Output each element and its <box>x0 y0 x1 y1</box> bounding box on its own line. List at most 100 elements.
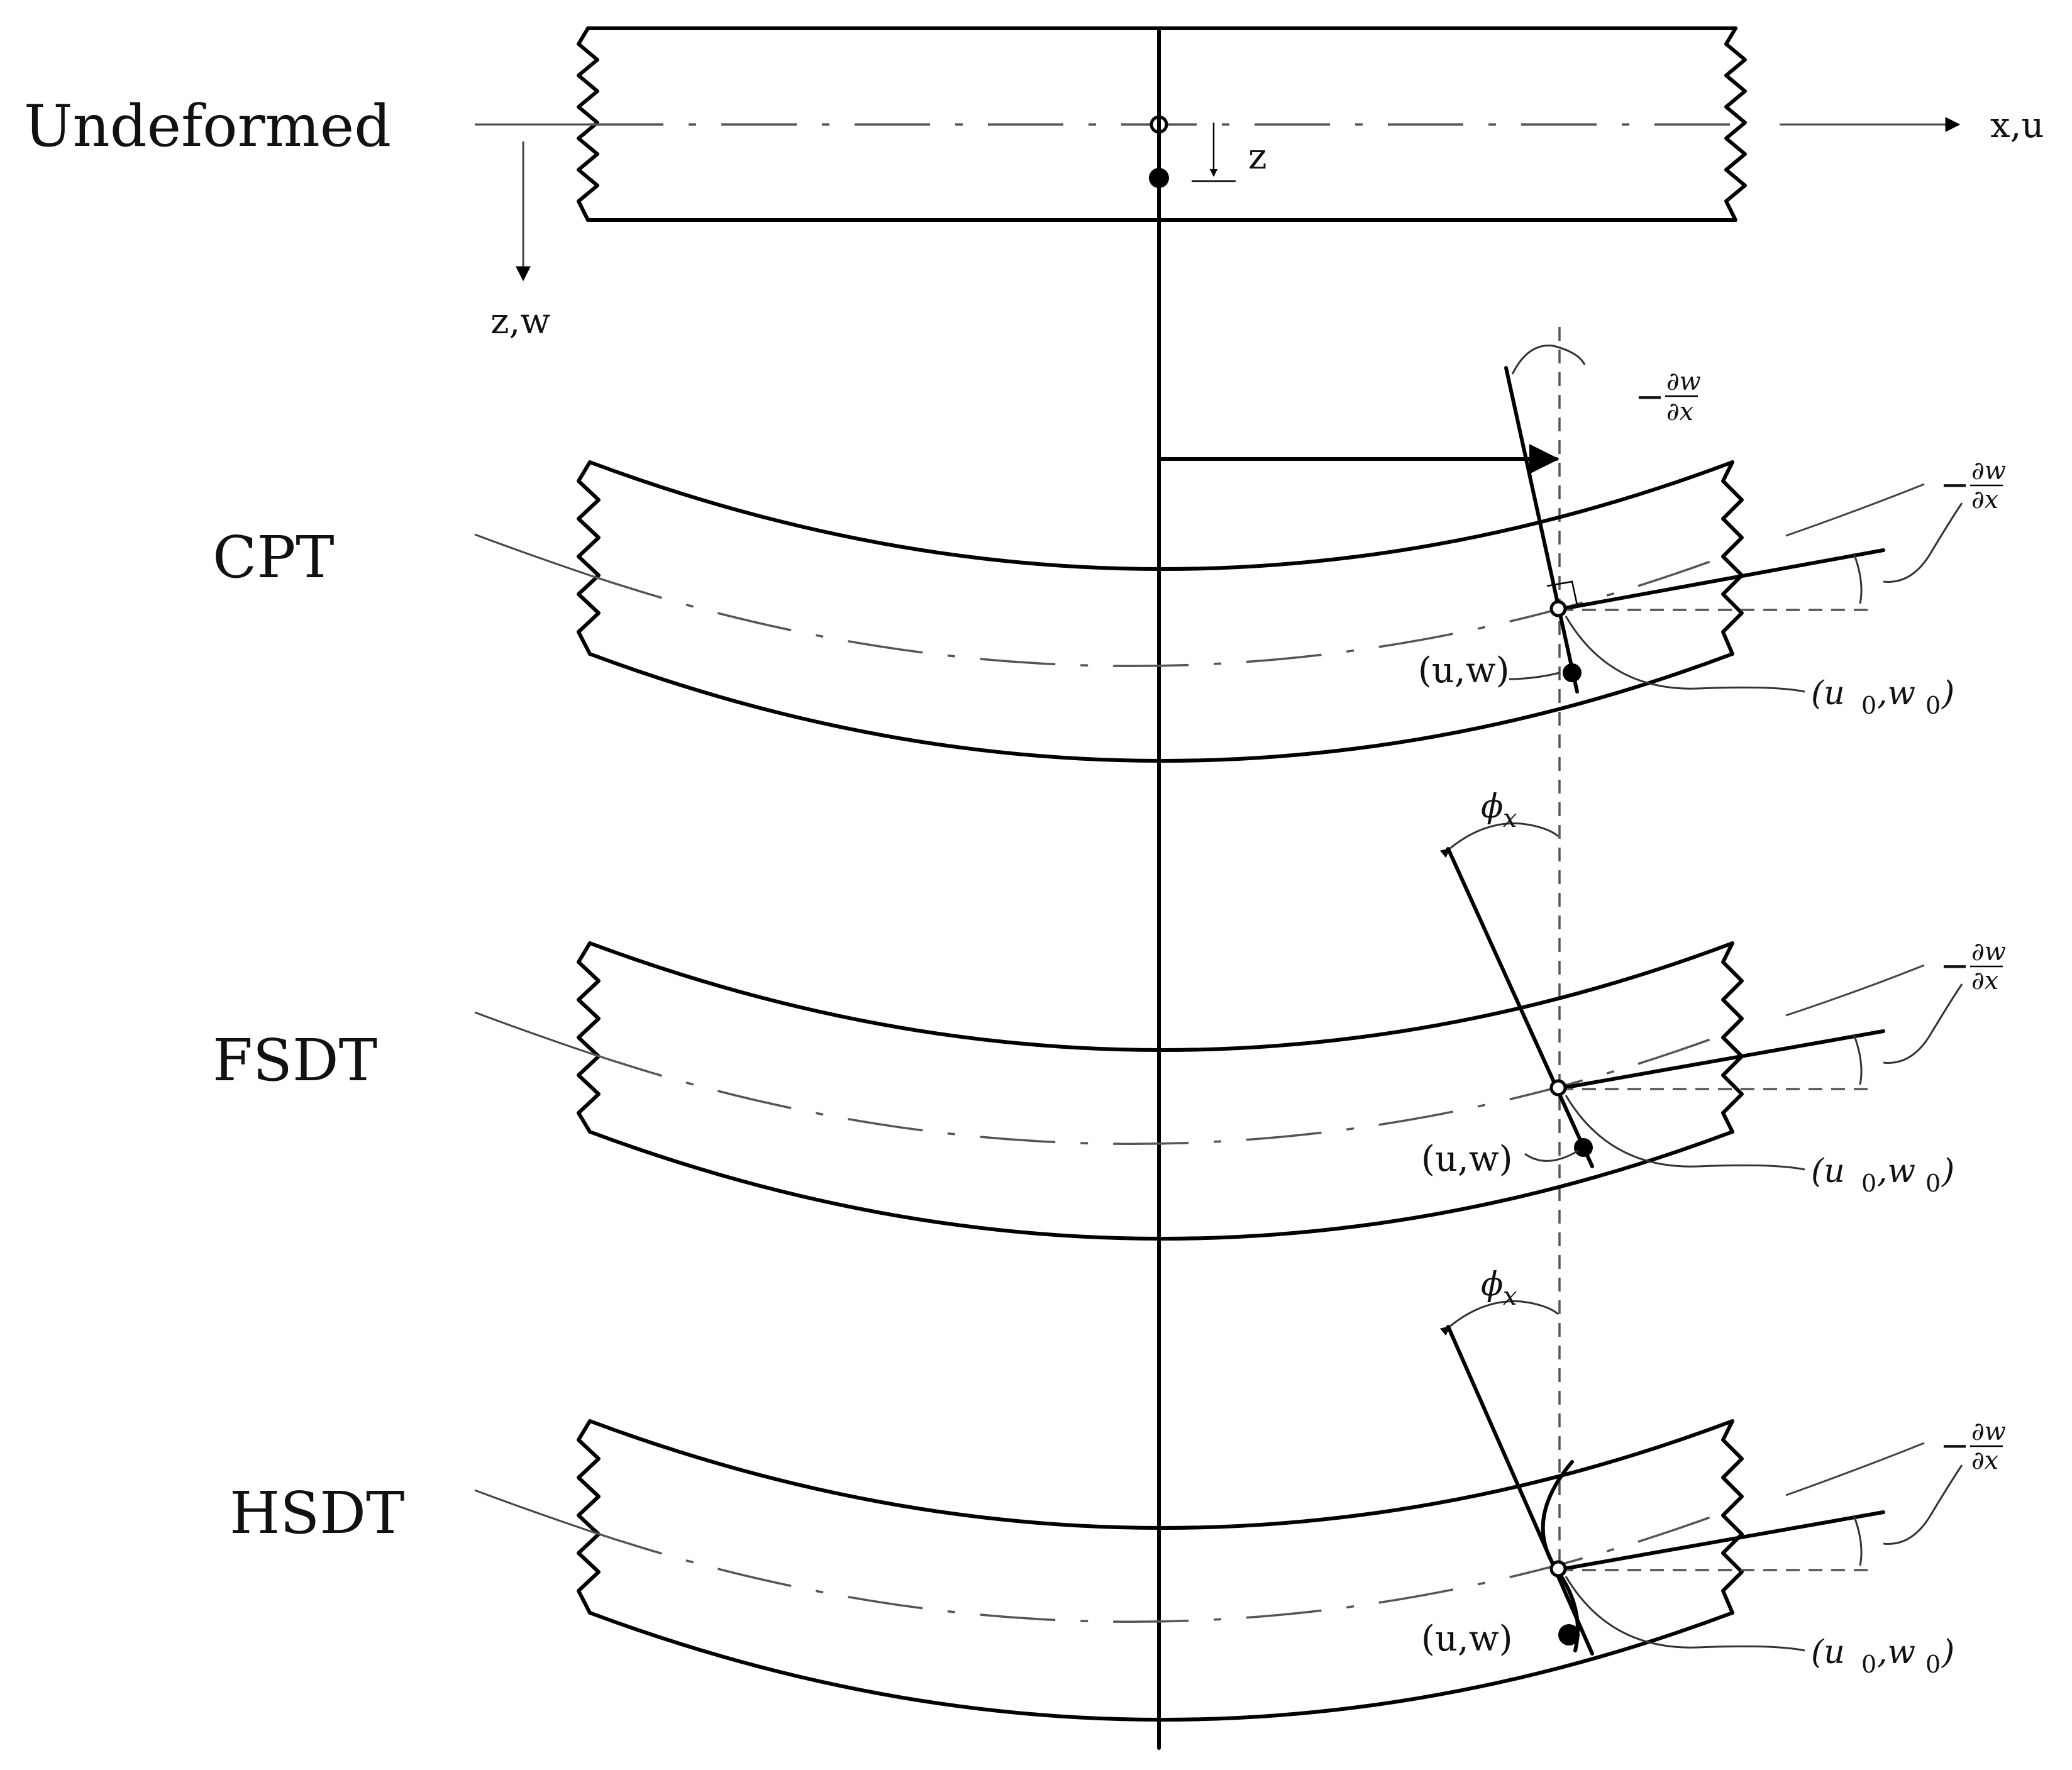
svg-text:0: 0 <box>1861 692 1876 719</box>
beam-cut-left-icon <box>577 26 599 222</box>
hsdt-axis-left <box>474 1489 590 1532</box>
cpt-tangent-line <box>1554 548 1885 612</box>
fsdt-axis-left <box>474 1011 590 1054</box>
svg-text:(u: (u <box>1811 1634 1845 1671</box>
cpt-u0w0-leader <box>1565 616 1805 693</box>
fsdt-phi-label: ϕ x <box>1481 788 1517 833</box>
fsdt-phi-arc <box>1439 822 1559 858</box>
cpt-normal-line <box>1504 366 1579 694</box>
hsdt-axis-right <box>1785 1442 1925 1496</box>
hsdt-slope-leader <box>1883 1464 1963 1545</box>
cpt-top-edge <box>588 460 1734 571</box>
hsdt-uw-label: (u,w) <box>1421 1618 1513 1659</box>
cpt-cut-right-icon <box>1721 460 1744 656</box>
svg-text:−: − <box>1940 465 1970 506</box>
beam-cut-right-icon <box>1724 26 1747 222</box>
svg-text:): ) <box>1941 1634 1954 1671</box>
svg-text:,w: ,w <box>1877 1634 1915 1671</box>
fsdt-midplane-point-icon <box>1549 1079 1567 1097</box>
hsdt-cut-right-icon <box>1721 1419 1744 1615</box>
cpt-slope-leader <box>1883 502 1963 583</box>
fsdt-bottom-edge <box>588 1130 1734 1241</box>
fsdt-u0w0-label: (u 0 ,w 0 ) <box>1811 1153 1954 1197</box>
undeformed-label: Undeformed <box>24 92 391 160</box>
cpt-bottom-edge <box>588 652 1734 763</box>
svg-text:ϕ: ϕ <box>1481 1266 1503 1303</box>
svg-text:∂x: ∂x <box>1971 485 1998 514</box>
svg-text:∂x: ∂x <box>1666 397 1693 426</box>
hsdt-beam: HSDT (u,w) (u 0 ,w 0 ) ϕ x − ∂w ∂x <box>230 1266 2006 1722</box>
svg-text:,w: ,w <box>1877 1153 1915 1190</box>
undeformed-beam: x,u z,w z Undeformed <box>24 26 2044 342</box>
svg-text:−: − <box>1940 1425 1970 1466</box>
cpt-beam: CPT (u,w) (u 0 ,w 0 ) − ∂w ∂x − ∂w ∂x <box>213 345 2006 763</box>
fsdt-uw-leader <box>1524 1149 1579 1162</box>
hsdt-slope-angle-arc <box>1853 1515 1863 1566</box>
svg-text:0: 0 <box>1861 1170 1876 1197</box>
svg-text:0: 0 <box>1925 1651 1941 1678</box>
hsdt-u0w0-label: (u 0 ,w 0 ) <box>1811 1634 1954 1678</box>
cpt-axis-left <box>474 533 590 577</box>
hsdt-bottom-edge <box>588 1611 1734 1722</box>
cpt-material-point-icon <box>1563 663 1582 682</box>
fsdt-label: FSDT <box>213 1027 377 1094</box>
svg-text:ϕ: ϕ <box>1481 788 1503 826</box>
fsdt-top-edge <box>588 941 1734 1052</box>
cpt-uw-label: (u,w) <box>1418 650 1510 691</box>
hsdt-normal-line <box>1446 1325 1594 1656</box>
hsdt-phi-arc <box>1439 1300 1559 1336</box>
svg-text:−: − <box>1940 946 1970 987</box>
cpt-u0w0-label: (u 0 ,w 0 ) <box>1811 675 1954 719</box>
svg-text:,w: ,w <box>1877 675 1915 712</box>
cpt-axis-right <box>1785 483 1925 537</box>
svg-text:(u: (u <box>1811 1153 1845 1190</box>
cpt-cut-left-icon <box>577 460 601 656</box>
hsdt-u0w0-leader <box>1565 1576 1805 1652</box>
cpt-top-slope-label: − ∂w ∂x <box>1635 367 1701 426</box>
cpt-slope-angle-arc <box>1853 553 1863 604</box>
svg-text:(u: (u <box>1811 675 1845 712</box>
cpt-midplane-point-icon <box>1549 600 1567 617</box>
fsdt-axis-right <box>1785 964 1925 1017</box>
cpt-normal-angle-arc <box>1511 345 1586 375</box>
fsdt-normal-line <box>1446 847 1594 1168</box>
z-offset-label: z <box>1248 136 1267 177</box>
fsdt-tangent-line <box>1554 1029 1885 1091</box>
fsdt-cut-right-icon <box>1721 941 1744 1134</box>
svg-text:−: − <box>1635 377 1665 418</box>
hsdt-right-slope-label: − ∂w ∂x <box>1940 1417 2006 1475</box>
fsdt-slope-angle-arc <box>1853 1034 1863 1085</box>
svg-text:x: x <box>1503 1282 1517 1311</box>
fsdt-material-point-icon <box>1574 1138 1593 1157</box>
hsdt-material-point-icon <box>1558 1624 1580 1646</box>
svg-text:0: 0 <box>1861 1651 1876 1678</box>
svg-text:0: 0 <box>1925 692 1941 719</box>
fsdt-u0w0-leader <box>1565 1095 1805 1171</box>
fsdt-slope-leader <box>1883 983 1963 1064</box>
cpt-right-angle-icon <box>1546 580 1578 606</box>
svg-text:∂w: ∂w <box>1971 938 2006 966</box>
svg-text:): ) <box>1941 675 1954 712</box>
fsdt-right-slope-label: − ∂w ∂x <box>1940 938 2006 995</box>
hsdt-midplane-point-icon <box>1549 1560 1567 1578</box>
svg-text:x: x <box>1503 804 1517 833</box>
svg-text:∂x: ∂x <box>1971 966 1998 995</box>
fsdt-cut-left-icon <box>577 941 601 1134</box>
svg-text:∂x: ∂x <box>1971 1446 1998 1475</box>
hsdt-cut-left-icon <box>577 1419 601 1615</box>
hsdt-phi-label: ϕ x <box>1481 1266 1517 1311</box>
z-axis-label: z,w <box>490 301 550 342</box>
svg-text:0: 0 <box>1925 1170 1941 1197</box>
svg-text:∂w: ∂w <box>1971 456 2006 485</box>
svg-text:): ) <box>1941 1153 1954 1190</box>
fsdt-uw-label: (u,w) <box>1421 1139 1513 1180</box>
cpt-uw-leader <box>1509 672 1560 680</box>
fsdt-beam: FSDT (u,w) (u 0 ,w 0 ) ϕ x − ∂w ∂x <box>213 788 2006 1241</box>
cpt-right-slope-label: − ∂w ∂x <box>1940 456 2006 514</box>
svg-text:∂w: ∂w <box>1666 367 1701 396</box>
cpt-label: CPT <box>213 524 335 591</box>
hsdt-tangent-line <box>1554 1510 1885 1572</box>
x-axis-label: x,u <box>1990 105 2044 146</box>
svg-text:∂w: ∂w <box>1971 1417 2006 1446</box>
